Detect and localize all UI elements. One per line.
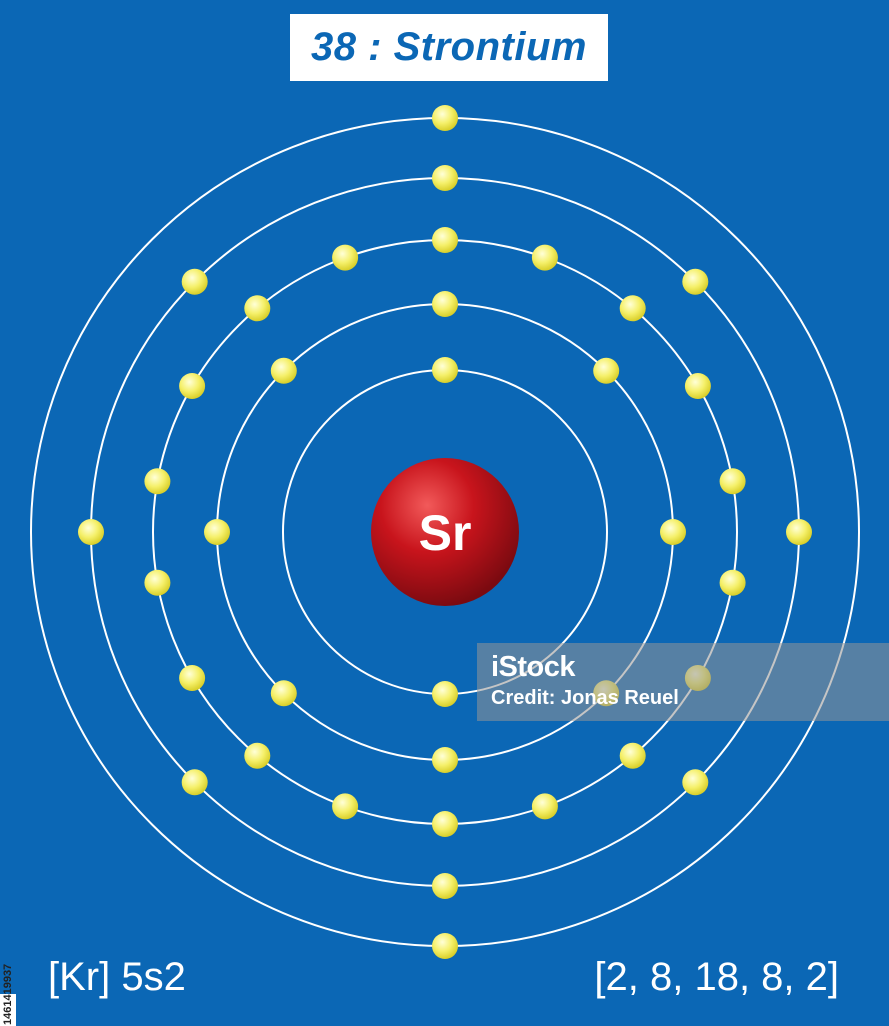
- electron: [181, 268, 208, 295]
- nucleus: [371, 458, 519, 606]
- electron: [432, 747, 458, 773]
- title-box: 38 : Strontium: [290, 14, 608, 81]
- stock-id: 1461419937: [0, 963, 16, 1026]
- electron: [332, 793, 359, 820]
- electron: [682, 769, 709, 796]
- watermark-credit: Credit: Jonas Reuel: [491, 687, 679, 709]
- electron: [432, 681, 458, 707]
- electron: [244, 742, 271, 769]
- electron: [144, 569, 171, 596]
- electron: [432, 933, 458, 959]
- electron: [432, 165, 458, 191]
- electron: [531, 244, 558, 271]
- electron: [432, 105, 458, 131]
- electron-configuration: [Kr] 5s2: [48, 955, 186, 999]
- electron: [179, 665, 206, 691]
- electron: [78, 519, 104, 545]
- electrons: [78, 105, 812, 959]
- electron: [432, 227, 458, 253]
- electron: [270, 680, 297, 707]
- electron: [432, 357, 458, 383]
- electron: [593, 357, 620, 384]
- electron: [179, 373, 206, 399]
- watermark: iStock Credit: Jonas Reuel: [477, 643, 889, 721]
- watermark-logo: iStock: [491, 651, 576, 683]
- electron: [719, 468, 746, 495]
- electron: [204, 519, 230, 545]
- electron: [684, 373, 711, 399]
- electron: [181, 769, 208, 796]
- electron: [332, 244, 359, 271]
- electron: [719, 569, 746, 596]
- electron: [270, 357, 297, 384]
- electron: [682, 268, 709, 295]
- electron: [619, 295, 646, 322]
- electron: [432, 291, 458, 317]
- electron: [619, 742, 646, 769]
- electron: [531, 793, 558, 820]
- shell-summary: [2, 8, 18, 8, 2]: [594, 955, 839, 999]
- electron: [432, 873, 458, 899]
- electron: [786, 519, 812, 545]
- electron: [244, 295, 271, 322]
- electron: [144, 468, 171, 495]
- nucleus-symbol: Sr: [419, 505, 472, 561]
- electron: [432, 811, 458, 837]
- electron: [660, 519, 686, 545]
- page-title: 38 : Strontium: [311, 25, 587, 69]
